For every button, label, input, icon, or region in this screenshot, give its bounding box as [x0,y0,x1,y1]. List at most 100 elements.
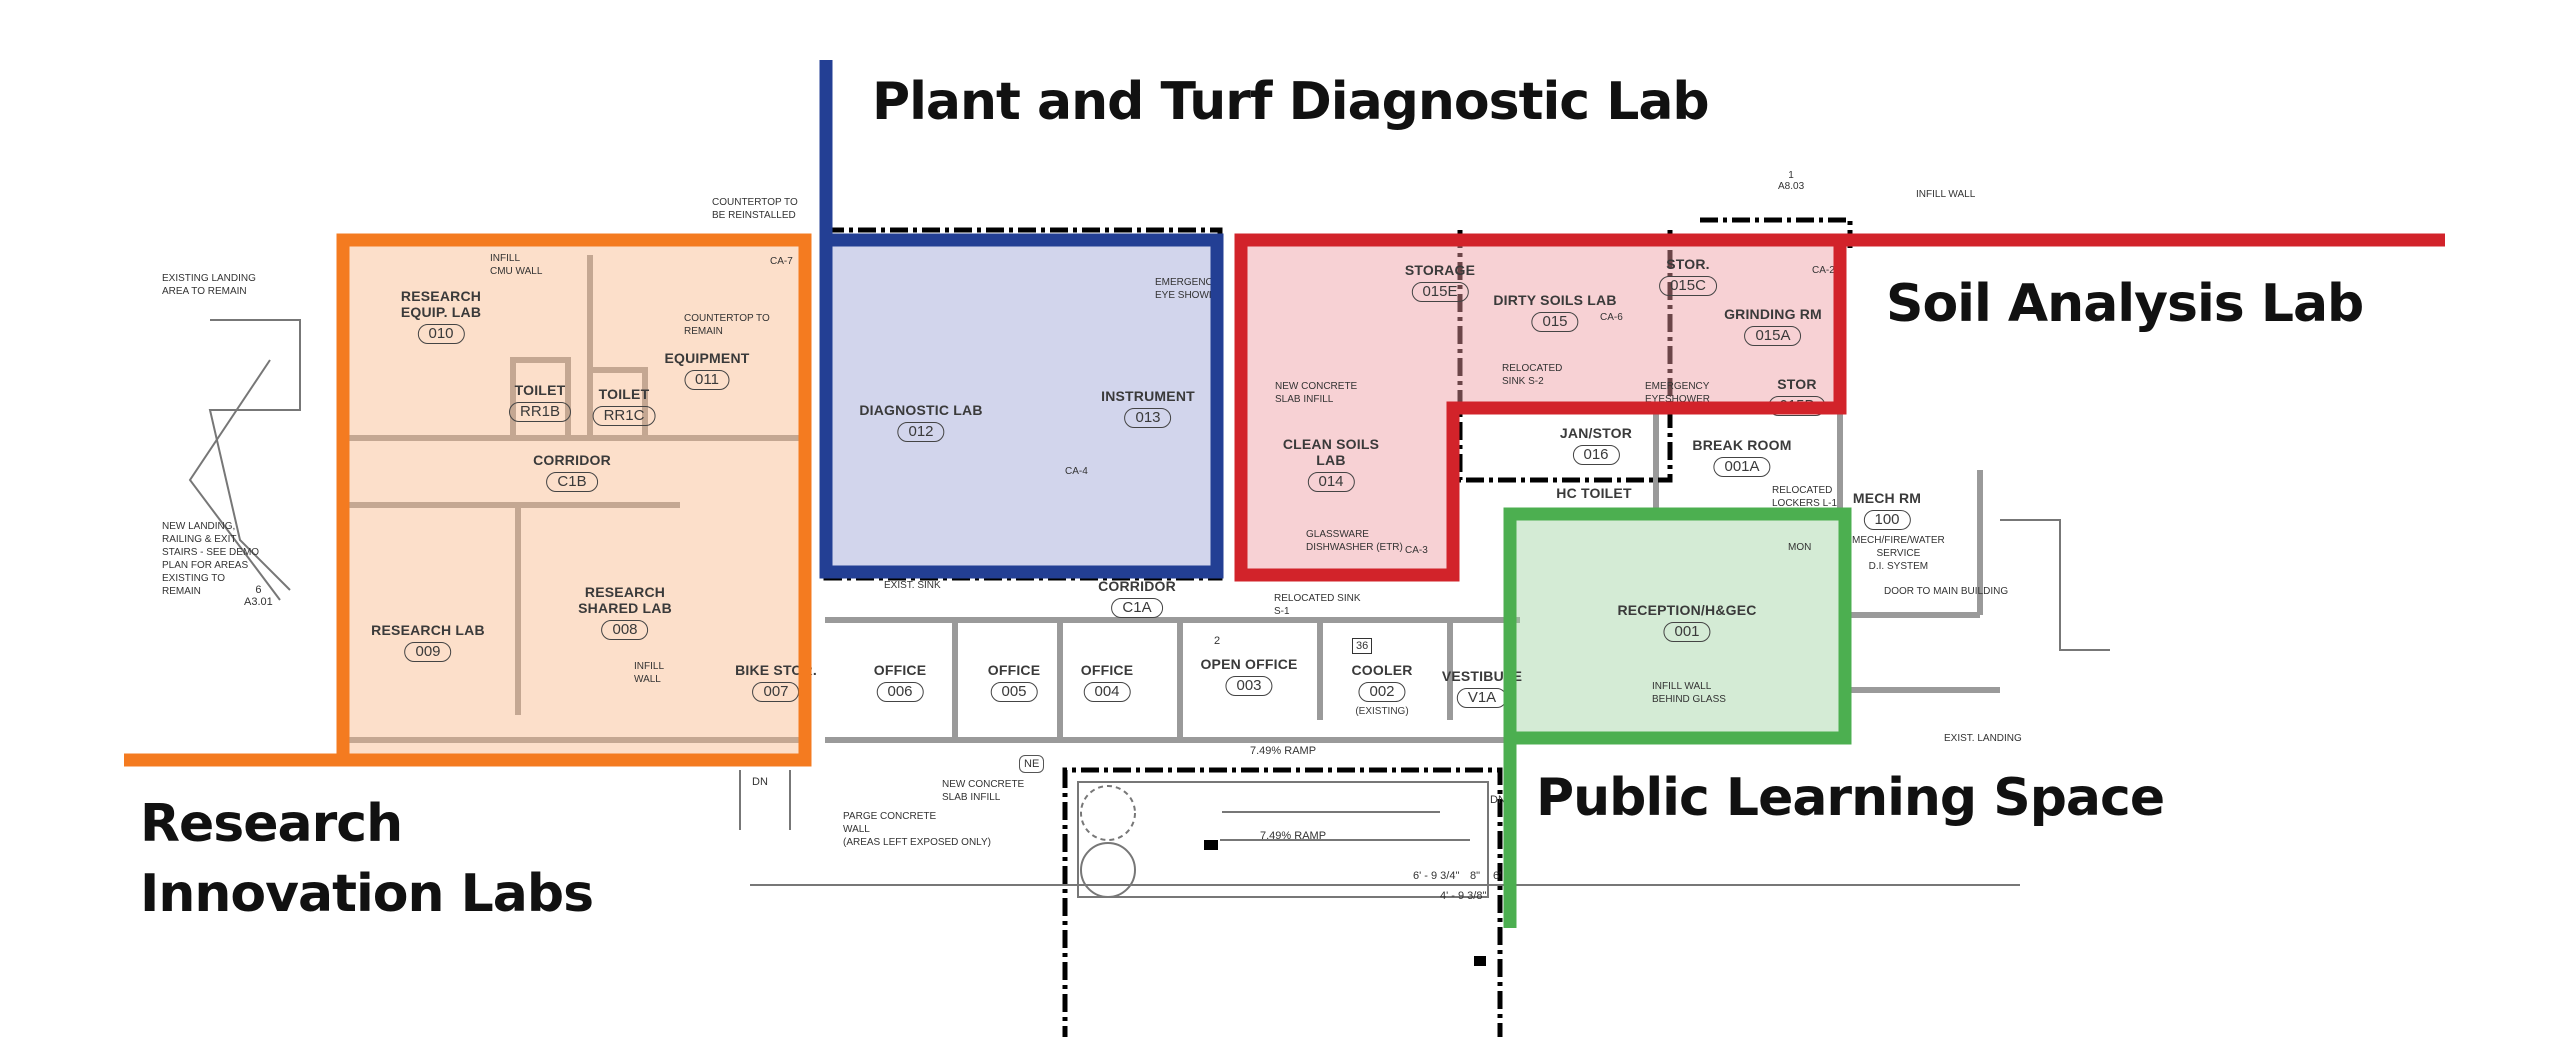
room-name: CORRIDOR [533,452,611,468]
research-region-outline [124,233,812,767]
note-countertop-reinstalled: COUNTERTOP TO BE REINSTALLED [712,197,798,221]
room-name: JAN/STOR [1559,425,1633,441]
walls [340,237,2000,743]
note-infill-wall: INFILL WALL [634,661,665,685]
room-clean-soils-lab: CLEAN SOILS LAB 014 [1283,436,1379,492]
note-mech-fire-water: MECH/FIRE/WATER SERVICE D.I. SYSTEM [1852,535,1945,572]
room-toilet-rr1b: TOILET RR1B [508,382,572,422]
room-stor-015c: STOR. 015C [1659,256,1717,296]
room-office-004: OFFICE 004 [1081,662,1134,702]
room-name: TOILET [514,382,566,398]
marker [1204,840,1218,850]
room-name: HC TOILET [1556,485,1632,501]
note-emergency-eye-shower: EMERGENCY EYE SHOWE [1155,277,1220,301]
room-name: OPEN OFFICE [1200,656,1298,672]
soil-region-outline [1234,233,2445,582]
down-label-right: DN [1490,794,1506,806]
note-new-concrete-slab-bottom: NEW CONCRETE SLAB INFILL [942,779,1025,803]
dimension-1: 6' - 9 3/4" [1413,870,1460,882]
title-plant-turf-diagnostic-lab: Plant and Turf Diagnostic Lab [872,72,1710,132]
room-name: RESEARCH LAB [371,622,485,638]
room-bike-storage: BIKE STOR.007 [735,662,817,702]
room-number: 002 [1358,682,1406,702]
room-number: 013 [1124,408,1172,428]
title-research-line2: Innovation Labs [140,864,594,924]
room-name: STOR. [1666,256,1710,272]
section-sheet: A8.03 [1778,181,1805,192]
note-relocated-sink-s1: RELOCATED SINK S-1 [1274,593,1361,617]
note-new-landing: NEW LANDING, RAILING & EXIT STAIRS - SEE… [162,521,260,597]
plant-turf-region-outline [819,60,1224,579]
box-36: 36 [1352,638,1373,654]
room-number: 100 [1863,510,1911,530]
room-name: CLEAN SOILS LAB [1282,436,1380,468]
note-countertop-remain: COUNTERTOP TO REMAIN [684,313,770,337]
room-number: 015E [1411,282,1469,302]
room-name: DIRTY SOILS LAB [1493,292,1617,308]
room-name: GRINDING RM [1724,306,1822,322]
note-emergency-eyeshower: EMERGENCY EYESHOWER [1645,381,1711,405]
room-name: OFFICE [987,662,1041,678]
note-glassware-dishwasher: GLASSWARE DISHWASHER (ETR) [1306,529,1403,553]
casework-ca6: CA-6 [1600,312,1623,323]
room-mech-rm: MECH RM 100 [1853,490,1921,530]
ramp-and-stairs [188,319,2110,898]
casework-ca7: CA-7 [770,256,793,267]
ramp-label-lower: 7.49% RAMP [1260,830,1327,842]
detail-marker-2: 2 [1214,635,1221,647]
room-number: 001 [1663,622,1711,642]
room-diagnostic-lab: DIAGNOSTIC LAB 012 [859,402,982,442]
room-name: OFFICE [1080,662,1134,678]
room-name: OFFICE [873,662,927,678]
room-number: 001A [1713,457,1771,477]
plant-turf-region-fill [826,240,1217,572]
room-number: 012 [897,422,945,442]
room-name: VESTIBULE [1441,668,1523,684]
room-name: BIKE STOR. [735,662,817,678]
room-number: 015C [1659,276,1717,296]
room-instrument: INSTRUMENT 013 [1101,388,1195,428]
room-name: MECH RM [1852,490,1922,506]
section-number: 6 [255,584,262,596]
note-existing-landing: EXISTING LANDING AREA TO REMAIN [162,273,256,297]
monitor-label: MON [1788,542,1812,553]
note-door-to-main-building: DOOR TO MAIN BUILDING [1884,586,2009,597]
public-region-outline [1503,507,1852,928]
room-name: INSTRUMENT [1101,388,1195,404]
room-name: RECEPTION/H&GEC [1617,602,1757,618]
room-name: DIAGNOSTIC LAB [859,402,983,418]
room-name: TOILET [598,386,650,402]
dimension-4: 4' - 9 3/8" [1440,890,1487,902]
casework-ca2: CA-2 [1812,265,1835,276]
room-hc-toilet: HC TOILET [1556,485,1631,501]
note-infill-wall-top: INFILL WALL [1916,189,1976,200]
room-name: RESEARCH SHARED LAB [578,584,672,616]
room-number: RR1B [508,402,572,422]
room-number: 009 [404,642,452,662]
room-name: COOLER [1351,662,1413,678]
room-number: RR1C [592,406,656,426]
down-label-left: DN [752,776,768,788]
survey-marker [1474,956,1486,966]
note-relocated-lockers: RELOCATED LOCKERS L-1 [1772,485,1838,509]
room-number: 014 [1307,472,1355,492]
note-new-concrete-slab: NEW CONCRETE SLAB INFILL [1275,381,1358,405]
room-number: 015 [1531,312,1579,332]
ramp-label-upper: 7.49% RAMP [1250,745,1317,757]
room-name: EQUIPMENT [664,350,750,366]
room-number: 004 [1083,682,1131,702]
room-number: 008 [601,620,649,640]
room-number: 015A [1744,326,1802,346]
title-public-learning-space: Public Learning Space [1536,768,2165,828]
